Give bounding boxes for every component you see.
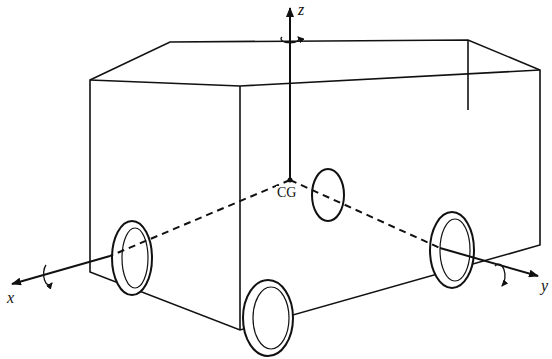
axis-label: y [540, 278, 549, 294]
axis-label: z [297, 2, 305, 18]
axis-label: x [6, 290, 15, 306]
center-of-gravity-label: CG [276, 186, 297, 200]
